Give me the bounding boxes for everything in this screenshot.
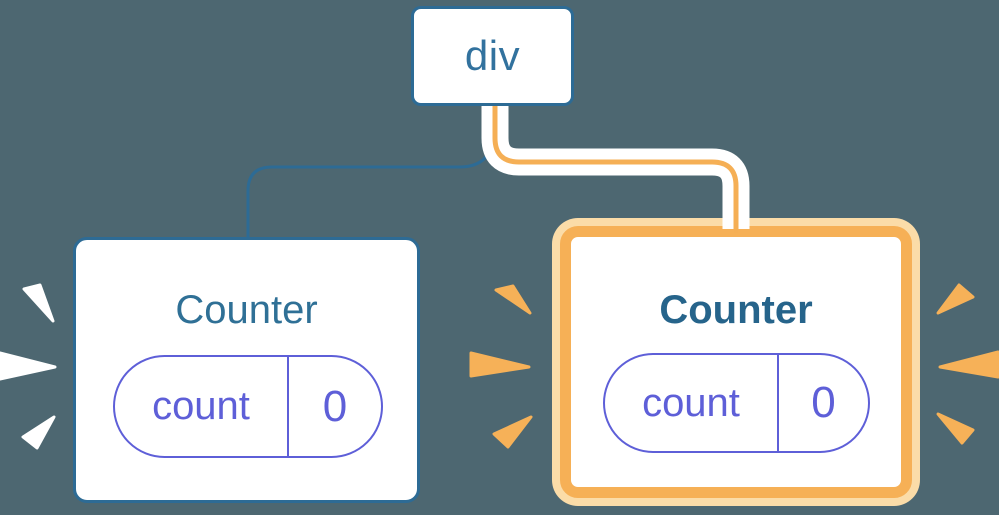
counter-title: Counter <box>175 288 318 332</box>
state-value: 0 <box>322 381 348 431</box>
counter-card-right: Counter count 0 <box>560 226 912 498</box>
counter-card-left: Counter count 0 <box>73 237 420 503</box>
counter-title: Counter <box>659 288 813 332</box>
spark-icon <box>936 412 975 445</box>
edge-div-to-left-counter <box>246 106 495 239</box>
spark-icon <box>0 351 57 381</box>
spark-icon <box>22 283 55 323</box>
spark-icon <box>492 415 533 449</box>
spark-icon <box>936 283 975 315</box>
tree-node-div: div <box>411 6 574 106</box>
edge-div-to-right-counter <box>492 106 739 233</box>
node-label: div <box>464 32 521 79</box>
spark-icon <box>21 415 56 450</box>
state-key: count <box>605 355 779 451</box>
spark-icon <box>469 351 531 378</box>
state-value: 0 <box>811 378 836 427</box>
state-pill: count 0 <box>113 355 383 458</box>
edge-div-to-right-counter-casing <box>481 106 750 229</box>
spark-icon <box>938 350 999 379</box>
state-pill: count 0 <box>603 353 870 453</box>
state-key: count <box>115 357 289 456</box>
spark-icon <box>494 284 532 315</box>
